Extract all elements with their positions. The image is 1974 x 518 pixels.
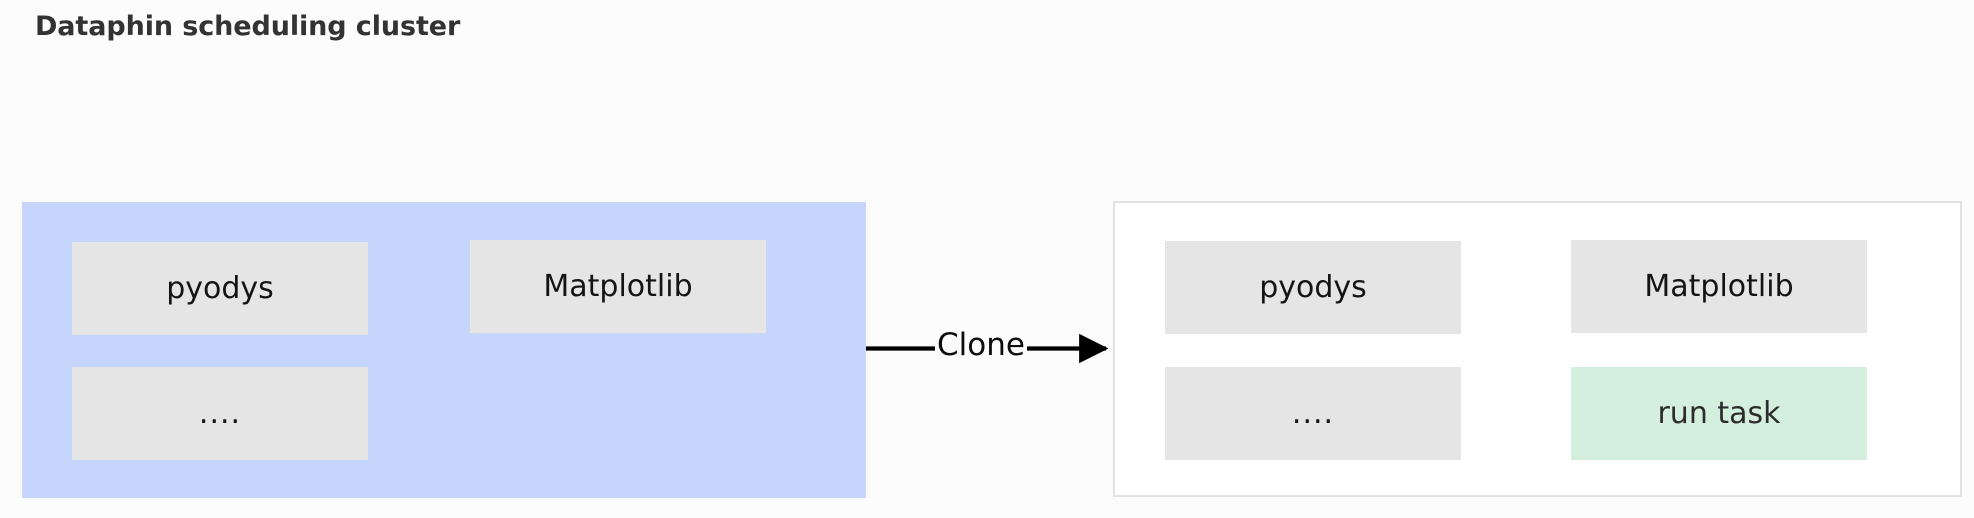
target-node-run-task[interactable]: run task (1571, 367, 1867, 460)
source-node-pyodys[interactable]: pyodys (72, 242, 368, 335)
source-node-ellipsis[interactable]: .... (72, 367, 368, 460)
clone-edge-label: Clone (935, 323, 1027, 367)
target-node-matplotlib[interactable]: Matplotlib (1571, 240, 1867, 333)
page-title: Dataphin scheduling cluster (35, 11, 461, 42)
target-node-ellipsis[interactable]: .... (1165, 367, 1461, 460)
source-node-matplotlib[interactable]: Matplotlib (470, 240, 766, 333)
target-node-pyodys[interactable]: pyodys (1165, 241, 1461, 334)
